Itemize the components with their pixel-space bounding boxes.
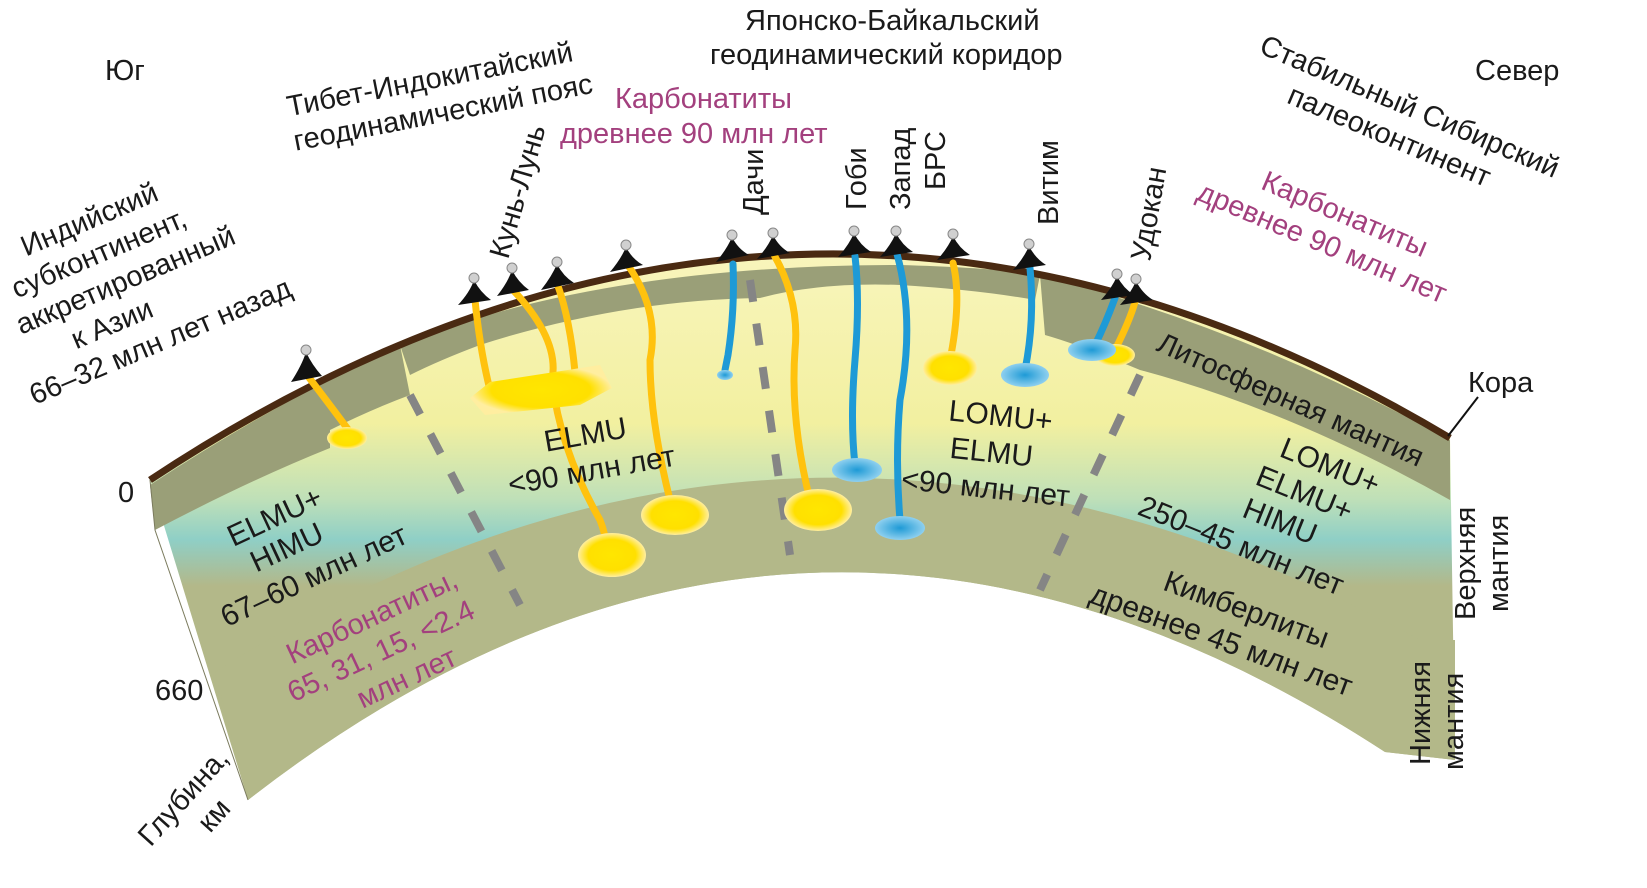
site-label-kun-lun: Кунь-Лунь [484, 121, 553, 262]
kimberlite-chambers [717, 339, 1116, 540]
volcano-icon [838, 225, 871, 257]
volcano-icon [937, 228, 970, 260]
site-label-dachi: Дачи [738, 149, 770, 215]
lithosphere-left [150, 345, 410, 530]
svg-text:древнее 90 млн лет: древнее 90 млн лет [560, 118, 828, 150]
south-label: Юг [105, 55, 145, 87]
volcano-icon [716, 229, 749, 262]
svg-text:Верхняя: Верхняя [1450, 507, 1482, 620]
svg-text:мантия: мантия [1483, 515, 1515, 612]
north-label: Север [1475, 55, 1559, 87]
svg-text:Карбонатиты: Карбонатиты [615, 83, 792, 115]
carbonatites-top-center: Карбонатиты древнее 90 млн лет [560, 83, 828, 150]
site-label-gobi: Гоби [841, 147, 873, 210]
carbonatite-conduits [303, 249, 1139, 559]
lithosphere-center [400, 265, 1040, 375]
carbonatite-chambers [327, 344, 1135, 577]
site-label-zapad-brs: Запад БРС [885, 128, 952, 210]
svg-text:Запад: Запад [885, 128, 917, 210]
crust-label: Кора [1468, 367, 1534, 399]
svg-text:Нижняя: Нижняя [1405, 661, 1437, 765]
lithosphere-right [1040, 275, 1450, 500]
volcano-icon [610, 239, 643, 272]
japan-baikal-label: Японско-Байкальский геодинамический кори… [710, 5, 1063, 71]
site-label-udokan: Удокан [1125, 164, 1173, 263]
carbonatites-top-right: Карбонатиты древнее 90 млн лет [1193, 165, 1452, 310]
volcanoes [291, 225, 1153, 382]
svg-text:Глубина,: Глубина, [132, 743, 235, 853]
indian-subcontinent-label: Индийский субконтинент, аккретированный … [7, 177, 296, 412]
volcano-icon [1013, 238, 1046, 270]
volcano-icon [1101, 268, 1134, 300]
depth-tick-660: 660 [155, 675, 203, 707]
volcano-icon [458, 272, 491, 305]
volcano-icon [1120, 273, 1153, 305]
volcano-icon [541, 256, 574, 290]
svg-text:Японско-Байкальский: Японско-Байкальский [745, 5, 1040, 37]
volcano-icon [880, 225, 913, 257]
block-boundaries [406, 279, 1144, 607]
volcano-icon [757, 227, 790, 259]
crust-layer [148, 250, 1452, 483]
svg-text:БРС: БРС [920, 131, 952, 190]
lower-mantle-layer [215, 477, 1455, 800]
lower-mantle-label: Нижняя мантия [1405, 661, 1470, 770]
volcano-icon [497, 262, 529, 296]
svg-text:геодинамический коридор: геодинамический коридор [710, 39, 1063, 71]
depth-tick-0: 0 [118, 477, 134, 509]
site-label-vitim: Витим [1033, 140, 1065, 225]
upper-mantle-label: Верхняя мантия [1450, 507, 1515, 620]
volcano-icon [291, 344, 322, 382]
section-outline [149, 479, 249, 801]
crust-pointer [1447, 396, 1479, 437]
svg-text:мантия: мантия [1438, 673, 1470, 770]
